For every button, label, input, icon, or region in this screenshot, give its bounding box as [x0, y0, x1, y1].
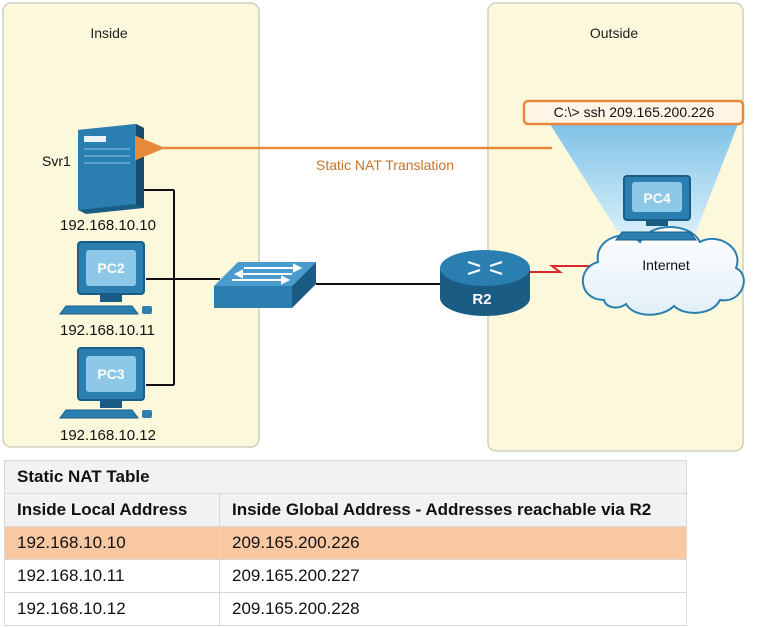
inside-wiring — [144, 189, 220, 386]
command-text: C:\> ssh 209.165.200.226 — [554, 104, 715, 120]
pc2-computer — [59, 241, 152, 315]
nat-table-header-local: Inside Local Address — [4, 493, 220, 527]
server-name-label: Svr1 — [42, 153, 71, 169]
network-diagram: Inside Outside Svr1 192.168.10.10 PC2 19… — [2, 2, 745, 452]
row-local-address: 192.168.10.12 — [4, 592, 220, 626]
serial-link — [530, 265, 600, 273]
internet-cloud-label: Internet — [642, 257, 690, 273]
row-global-address: 209.165.200.227 — [219, 559, 687, 593]
router-icon — [440, 250, 530, 316]
pc4-name-label: PC4 — [643, 190, 670, 206]
row-global-address: 209.165.200.228 — [219, 592, 687, 626]
switch-icon — [214, 262, 316, 308]
server-svr1 — [78, 124, 144, 214]
table-row: 192.168.10.10 209.165.200.226 — [4, 526, 687, 560]
nat-table-title: Static NAT Table — [4, 460, 687, 494]
pc4-computer — [615, 175, 697, 241]
row-local-address: 192.168.10.11 — [4, 559, 220, 593]
static-nat-table: Static NAT Table Inside Local Address In… — [4, 460, 687, 626]
inside-zone — [2, 2, 260, 448]
pc3-computer — [59, 347, 152, 419]
pc2-name-label: PC2 — [97, 260, 124, 276]
inside-zone-label: Inside — [90, 25, 128, 41]
table-row: 192.168.10.11 209.165.200.227 — [4, 559, 687, 593]
row-local-address: 192.168.10.10 — [4, 526, 220, 560]
nat-translation-label: Static NAT Translation — [316, 157, 454, 173]
server-ip-label: 192.168.10.10 — [60, 217, 156, 234]
pc3-ip-label: 192.168.10.12 — [60, 427, 156, 444]
outside-zone-label: Outside — [590, 25, 638, 41]
table-row: 192.168.10.12 209.165.200.228 — [4, 592, 687, 626]
pc2-ip-label: 192.168.10.11 — [60, 322, 155, 339]
nat-table-header-global: Inside Global Address - Addresses reacha… — [219, 493, 687, 527]
pc3-name-label: PC3 — [97, 366, 124, 382]
router-name-label: R2 — [472, 291, 491, 308]
internet-cloud-icon — [581, 226, 745, 316]
command-box — [522, 99, 745, 126]
row-global-address: 209.165.200.226 — [219, 526, 687, 560]
